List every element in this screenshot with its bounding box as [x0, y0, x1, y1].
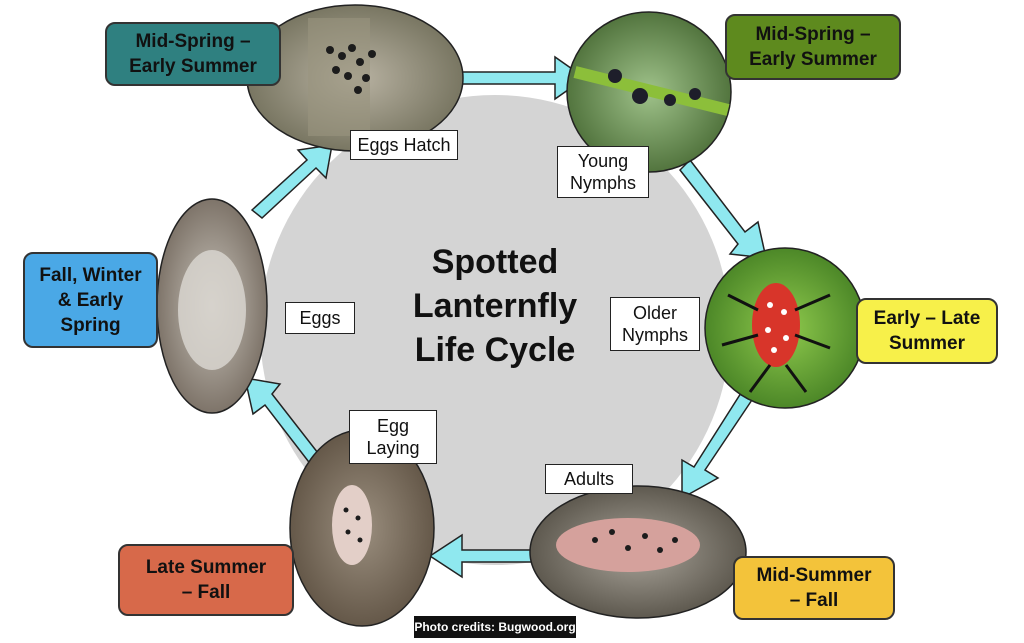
photo-credits: Photo credits: Bugwood.org	[414, 616, 576, 638]
stage-label-young-nymphs: Young Nymphs	[557, 146, 649, 198]
arrow-eggs-hatch-to-young-nymphs	[447, 55, 587, 101]
season-box-top-left: Mid-Spring – Early Summer	[105, 22, 281, 86]
photo-older-nymphs	[704, 247, 866, 409]
photo-eggs	[156, 198, 268, 414]
season-box-left: Fall, Winter & Early Spring	[23, 252, 158, 348]
arrow-older-nymphs-to-adults	[681, 381, 762, 500]
stage-label-egg-laying: Egg Laying	[349, 410, 437, 464]
stage-label-eggs-hatch: Eggs Hatch	[350, 130, 458, 160]
photo-egg-laying	[289, 429, 435, 627]
stage-label-eggs: Eggs	[285, 302, 355, 334]
title-line-2: Lanternfly	[412, 287, 578, 325]
arrow-egg-laying-to-eggs	[244, 377, 327, 472]
stage-label-older-nymphs: Older Nymphs	[610, 297, 700, 351]
season-box-top-right: Mid-Spring – Early Summer	[725, 14, 901, 80]
arrow-young-to-older-nymphs	[678, 158, 767, 259]
photo-adults	[529, 485, 747, 619]
diagram-title: Spotted Lanternfly Life Cycle	[380, 240, 610, 372]
title-line-3: Life Cycle	[414, 331, 576, 369]
photo-young-nymphs	[566, 11, 732, 173]
season-box-bottom-right: Mid-Summer – Fall	[733, 556, 895, 620]
season-box-right: Early – Late Summer	[856, 298, 998, 364]
season-box-bottom-left: Late Summer – Fall	[118, 544, 294, 616]
stage-label-adults: Adults	[545, 464, 633, 494]
photo-eggs-hatch	[246, 4, 464, 152]
title-line-1: Spotted	[431, 243, 559, 281]
arrow-eggs-to-eggs-hatch	[250, 144, 333, 219]
